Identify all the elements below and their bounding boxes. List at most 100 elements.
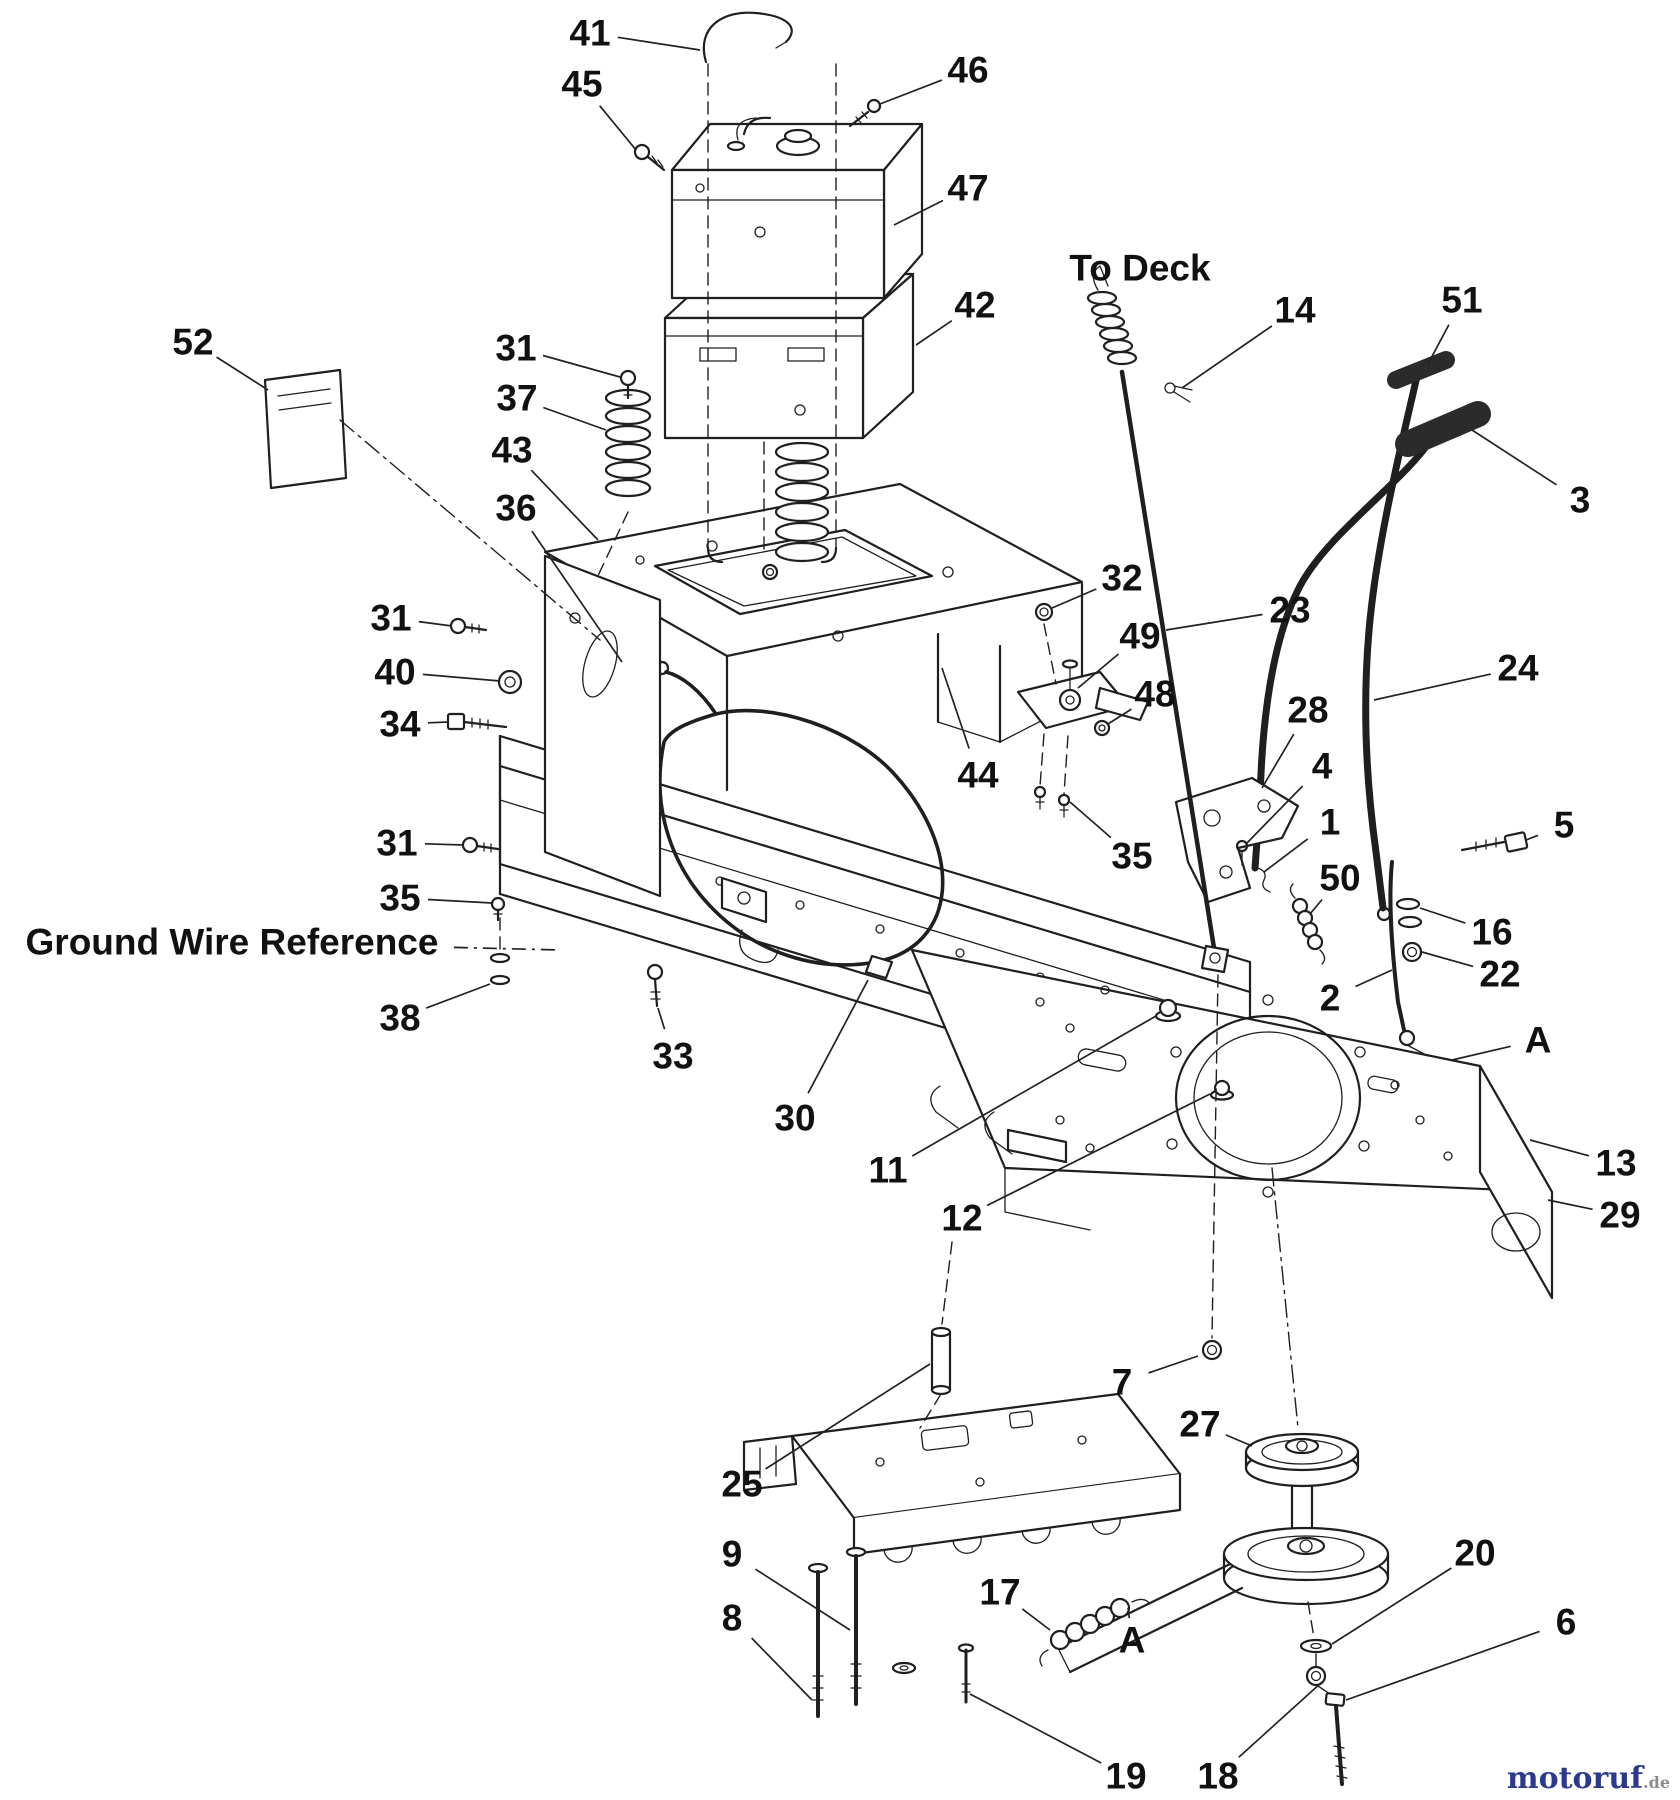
deck-cable <box>1086 265 1230 974</box>
leader-32 <box>1051 588 1097 609</box>
leader-33 <box>657 1007 666 1030</box>
leader-2 <box>1355 969 1393 988</box>
battery-support-plate <box>543 482 1084 898</box>
callout-14: 14 <box>1274 290 1316 331</box>
leader-41 <box>617 36 701 51</box>
leader-20 <box>1331 1567 1452 1645</box>
leader-30 <box>807 979 869 1094</box>
battery-hold-down-rod <box>702 11 838 564</box>
leader-1 <box>1263 838 1309 873</box>
leader-22 <box>1421 951 1474 968</box>
watermark-tld: .de <box>1643 1773 1670 1792</box>
callout-28: 28 <box>1287 690 1328 731</box>
callout-20: 20 <box>1454 1533 1495 1574</box>
leader-9 <box>755 1568 851 1631</box>
leader-19 <box>969 1693 1102 1764</box>
callout-45: 45 <box>561 64 602 105</box>
instruction-label <box>263 368 348 490</box>
callout-12: 12 <box>941 1198 982 1239</box>
callout-17: 17 <box>979 1572 1020 1613</box>
callout-46: 46 <box>947 50 988 91</box>
callout-11: 11 <box>868 1150 907 1191</box>
callout-7: 7 <box>1112 1362 1133 1403</box>
leader-14 <box>1181 325 1273 389</box>
rear-frame-plate <box>910 948 1554 1300</box>
callout-34: 34 <box>379 704 421 745</box>
callout-25: 25 <box>721 1464 762 1505</box>
watermark: motoruf.de <box>1507 1761 1670 1796</box>
callout-41: 41 <box>569 13 610 54</box>
leader-46 <box>879 79 943 105</box>
leader-36 <box>531 530 623 663</box>
leader-6 <box>1345 1630 1540 1701</box>
leader-38 <box>425 983 491 1009</box>
callout-18: 18 <box>1197 1756 1238 1797</box>
callout-48: 48 <box>1134 674 1175 715</box>
callout-49: 49 <box>1119 616 1160 657</box>
callout-35a: 35 <box>379 878 420 919</box>
diagram-line-art <box>263 11 1554 1786</box>
callout-3: 3 <box>1570 480 1591 521</box>
seat-mount-bracket <box>742 1326 1182 1718</box>
callout-23: 23 <box>1269 590 1310 631</box>
leader-5 <box>1525 834 1539 841</box>
callout-19: 19 <box>1105 1756 1146 1797</box>
leader-12 <box>986 1093 1211 1207</box>
leader-18 <box>1238 1681 1323 1758</box>
construction-lines <box>339 63 1331 1695</box>
leader-13 <box>1529 1139 1590 1157</box>
callout-33: 33 <box>652 1036 693 1077</box>
brake-rod <box>1388 831 1529 1057</box>
callout-43: 43 <box>491 430 532 471</box>
callout-36: 36 <box>495 488 536 529</box>
leader-43 <box>530 469 599 541</box>
callout-a-right: A <box>1525 1020 1552 1061</box>
callout-27: 27 <box>1179 1404 1220 1445</box>
leader-lines <box>216 36 1593 1764</box>
callout-47: 47 <box>947 168 988 209</box>
leader-37 <box>543 406 607 431</box>
leader-50 <box>1309 898 1323 915</box>
callout-2: 2 <box>1320 978 1341 1019</box>
leader-42 <box>915 319 953 346</box>
leader-40 <box>422 673 501 682</box>
leader-3 <box>1471 429 1557 486</box>
leader-4 <box>1245 785 1304 845</box>
leader-34 <box>427 721 449 724</box>
callout-51: 51 <box>1441 280 1482 321</box>
flange-nuts <box>1154 998 1235 1361</box>
callout-35b: 35 <box>1111 836 1152 877</box>
callout-5: 5 <box>1554 805 1575 846</box>
lever-grip <box>1395 401 1491 457</box>
leader-48 <box>1107 708 1132 725</box>
leader-31b <box>418 620 453 627</box>
leader-23 <box>1165 613 1263 631</box>
callout-32: 32 <box>1101 558 1142 599</box>
callout-16: 16 <box>1471 912 1512 953</box>
leader-a-bottom <box>1127 1607 1131 1619</box>
callout-30: 30 <box>774 1098 815 1139</box>
leader-35b <box>1069 801 1112 839</box>
callout-a-bottom: A <box>1119 1620 1146 1661</box>
leader-44 <box>941 667 970 749</box>
callout-ground-wire-reference: Ground Wire Reference <box>26 922 439 963</box>
leader-31c <box>424 842 465 846</box>
leader-a-right <box>1451 1045 1511 1061</box>
belt <box>1068 1586 1244 1674</box>
callout-1: 1 <box>1320 802 1341 843</box>
leader-27 <box>1225 1434 1253 1447</box>
watermark-brand: motoruf <box>1506 1761 1644 1796</box>
leader-35a <box>427 898 493 904</box>
belt <box>1056 1562 1232 1650</box>
callout-24: 24 <box>1497 648 1539 689</box>
battery <box>670 116 924 300</box>
callout-31b: 31 <box>370 598 411 639</box>
callout-4: 4 <box>1312 746 1333 787</box>
callout-8: 8 <box>722 1598 743 1639</box>
callout-50: 50 <box>1319 858 1360 899</box>
leader-47 <box>893 199 944 226</box>
leader-16 <box>1419 907 1466 924</box>
leader-24 <box>1373 673 1491 701</box>
idler-pivot-bracket <box>1174 776 1326 965</box>
